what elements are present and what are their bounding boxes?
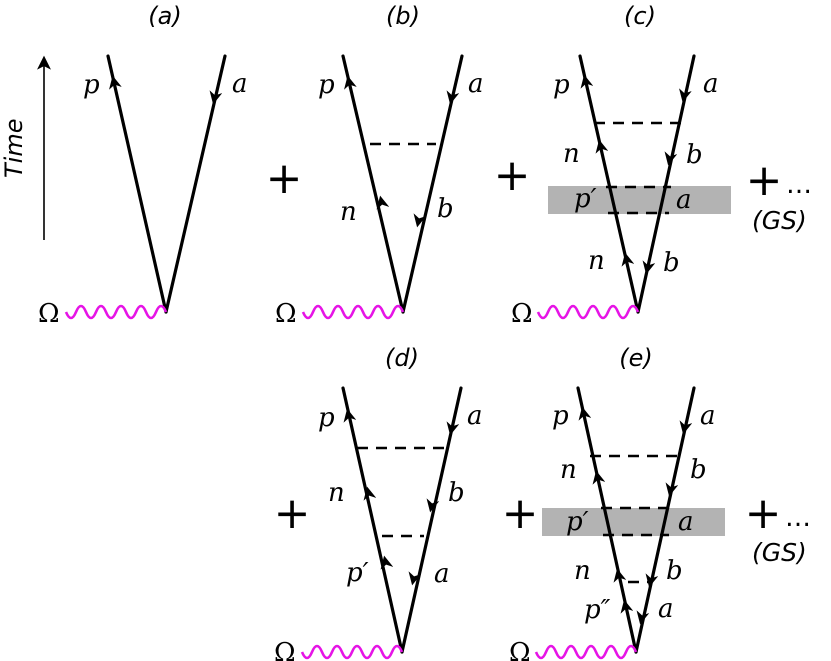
plus-sign: + xyxy=(746,155,783,206)
external-field-wavy-line xyxy=(300,644,404,660)
label-b: b xyxy=(663,248,680,278)
panel-title: (d) xyxy=(385,344,419,372)
plus-sign: + xyxy=(274,488,311,539)
particle-line xyxy=(341,386,404,654)
label-a: a xyxy=(658,594,674,624)
label-n: n xyxy=(340,197,357,227)
label-p: p xyxy=(553,70,570,100)
label-b: b xyxy=(686,140,703,170)
time-axis: Time xyxy=(0,55,51,240)
label-n: n xyxy=(328,478,345,508)
label-p-prime: p′ xyxy=(566,507,589,537)
source-omega: Ω xyxy=(38,299,60,329)
ellipsis: … xyxy=(785,503,811,533)
external-field-wavy-line xyxy=(64,304,168,320)
source-omega: Ω xyxy=(509,638,531,661)
label-a: a xyxy=(676,185,692,215)
label-n: n xyxy=(560,455,577,485)
ground-state-label: (GS) xyxy=(752,206,807,235)
label-p: p xyxy=(318,403,335,433)
label-p: p xyxy=(318,70,335,100)
particle-line xyxy=(578,54,640,314)
ground-state-band xyxy=(548,186,731,214)
panel-e: (e) p a n b p′ a n b p″ a Ω xyxy=(509,344,725,661)
hole-line xyxy=(401,54,464,314)
label-n: n xyxy=(588,246,605,276)
source-omega: Ω xyxy=(274,638,296,661)
label-a: a xyxy=(232,69,248,99)
plus-sign: + xyxy=(502,488,539,539)
panel-c: (c) p a n b p′ a n b Ω xyxy=(511,2,731,329)
plus-sign: + xyxy=(745,488,782,539)
label-p-prime: p′ xyxy=(574,184,597,214)
panel-title: (c) xyxy=(624,2,656,30)
plus-sign: + xyxy=(266,153,303,204)
particle-line xyxy=(106,54,168,314)
label-a: a xyxy=(703,69,719,99)
label-a: a xyxy=(468,69,484,99)
arrow-down-icon xyxy=(413,213,427,228)
hole-line xyxy=(400,386,463,654)
particle-line xyxy=(341,54,405,314)
panel-d: (d) p a n b p′ a Ω xyxy=(274,344,483,661)
panel-title: (a) xyxy=(148,2,181,30)
ground-state-band xyxy=(542,508,725,536)
ground-state-label: (GS) xyxy=(752,538,807,567)
label-a: a xyxy=(467,401,483,431)
label-b: b xyxy=(448,478,465,508)
label-p-prime: p′ xyxy=(346,558,369,588)
panel-b: (b) p a n b Ω xyxy=(275,2,484,329)
time-label: Time xyxy=(0,119,28,178)
label-a: a xyxy=(434,559,450,589)
label-a: a xyxy=(678,507,694,537)
label-b: b xyxy=(437,194,454,224)
external-field-wavy-line xyxy=(536,304,640,320)
label-p: p xyxy=(83,70,100,100)
label-p-double-prime: p″ xyxy=(584,595,611,625)
panel-a: (a) p a Ω xyxy=(38,2,248,329)
panel-title: (b) xyxy=(386,2,420,30)
label-a: a xyxy=(700,401,716,431)
label-b: b xyxy=(666,556,683,586)
external-field-wavy-line xyxy=(301,304,405,320)
ellipsis: … xyxy=(786,170,812,200)
label-p: p xyxy=(552,401,569,431)
source-omega: Ω xyxy=(275,299,297,329)
external-field-wavy-line xyxy=(534,644,638,660)
panel-title: (e) xyxy=(619,344,653,372)
label-b: b xyxy=(690,455,707,485)
hole-line xyxy=(164,54,227,314)
source-omega: Ω xyxy=(511,299,533,329)
arrow-down-icon xyxy=(408,571,422,586)
label-n: n xyxy=(563,139,580,169)
plus-sign: + xyxy=(494,150,531,201)
label-n: n xyxy=(574,556,591,586)
